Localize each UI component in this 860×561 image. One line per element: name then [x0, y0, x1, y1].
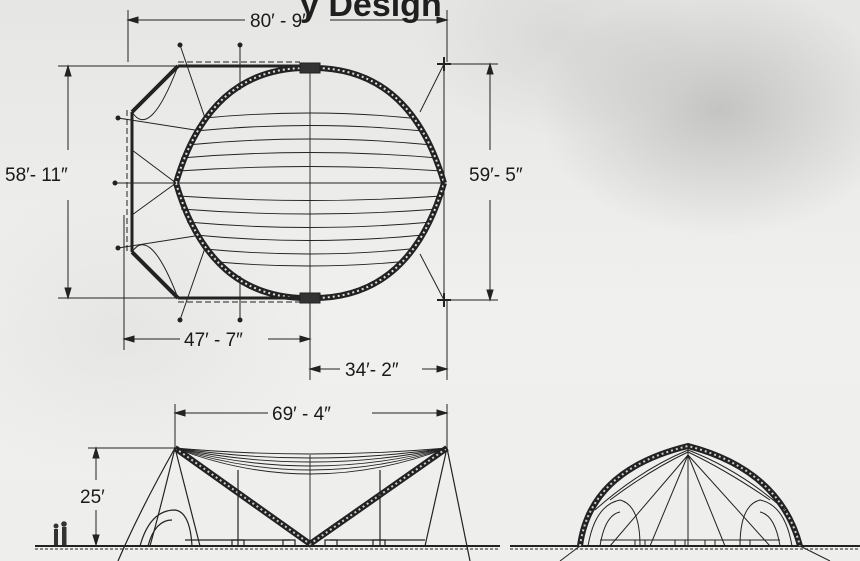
plan-view: [58, 10, 498, 380]
dim-overall-length-label: 80′ - 9″: [250, 11, 309, 32]
plan-truss-arches: [173, 62, 447, 304]
dim-span-label: 69′ - 4″: [272, 404, 331, 425]
dim-height-label: 25′: [80, 487, 105, 508]
dim-bottom-right-line: [308, 300, 449, 380]
dim-right-width-label: 59′- 5″: [469, 165, 523, 186]
dim-bottom-left-line: [122, 215, 312, 380]
dim-height-line: [88, 446, 175, 547]
dim-left-width-line: [58, 64, 178, 300]
dim-left-width-label: 58′- 11″: [5, 165, 68, 186]
plan-membrane-lines: [176, 66, 444, 298]
dim-bottom-left-label: 47′ - 7″: [184, 330, 243, 351]
dim-overall-length-line: [126, 10, 449, 62]
plan-right-guys: [419, 57, 451, 307]
people-scale-figures: [53, 521, 67, 545]
plan-left-annex: [112, 42, 300, 323]
dim-span-line: [173, 404, 449, 448]
side-elevation: [35, 404, 500, 561]
dim-bottom-right-label: 34′- 2″: [345, 360, 399, 381]
end-elevation: [510, 442, 860, 561]
